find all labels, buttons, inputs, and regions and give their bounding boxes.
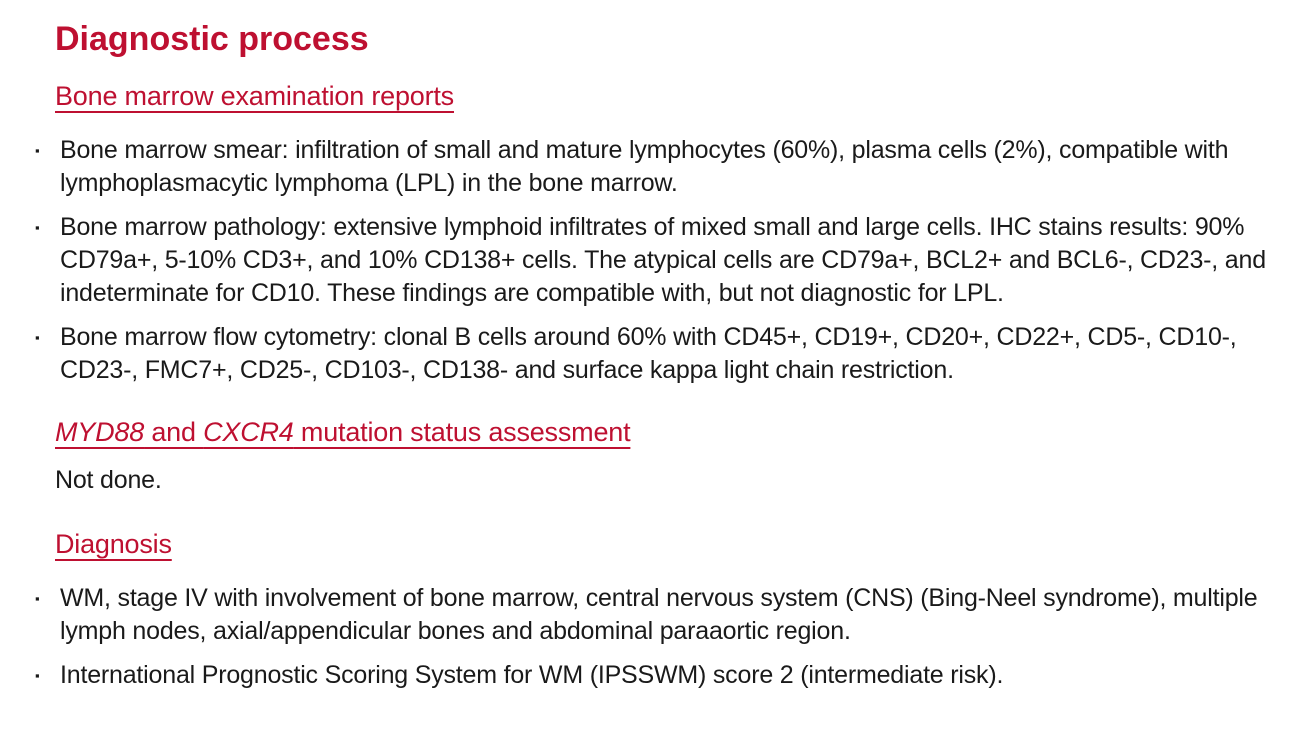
bullet-icon: ▪ [35, 330, 40, 346]
heading-rest: mutation status assessment [293, 417, 631, 448]
bullet-text-pathology: Bone marrow pathology: extensive lymphoi… [60, 213, 1266, 308]
gene-name-cxcr4: CXCR4 [203, 417, 294, 448]
page-title: Diagnostic process [55, 20, 369, 58]
list-item: ▪ Bone marrow flow cytometry: clonal B c… [33, 321, 1290, 387]
bullet-text-wm-stage: WM, stage IV with involvement of bone ma… [60, 584, 1258, 646]
bullet-icon: ▪ [35, 143, 40, 159]
bone-marrow-bullet-list: ▪ Bone marrow smear: infiltration of sma… [33, 134, 1290, 387]
section-heading-diagnosis: Diagnosis [55, 528, 1290, 560]
list-item: ▪ Bone marrow pathology: extensive lymph… [33, 211, 1290, 310]
bullet-text-smear: Bone marrow smear: infiltration of small… [60, 136, 1229, 198]
section-heading-bone-marrow-label: Bone marrow examination reports [55, 81, 454, 112]
section-heading-bone-marrow: Bone marrow examination reports [55, 80, 1290, 112]
list-item: ▪ Bone marrow smear: infiltration of sma… [33, 134, 1290, 200]
bullet-text-flow-cytometry: Bone marrow flow cytometry: clonal B cel… [60, 323, 1237, 385]
gene-name-myd88: MYD88 [55, 417, 145, 448]
heading-connector: and [144, 417, 204, 448]
mutation-status-text: Not done. [55, 465, 162, 494]
bullet-icon: ▪ [35, 591, 40, 607]
diagnosis-bullet-list: ▪ WM, stage IV with involvement of bone … [33, 582, 1290, 692]
section-heading-diagnosis-label: Diagnosis [55, 528, 172, 559]
list-item: ▪ International Prognostic Scoring Syste… [33, 659, 1290, 692]
bullet-icon: ▪ [35, 668, 40, 684]
bullet-text-ipsswm: International Prognostic Scoring System … [60, 661, 1004, 690]
list-item: ▪ WM, stage IV with involvement of bone … [33, 582, 1290, 648]
bullet-icon: ▪ [35, 220, 40, 236]
section-heading-mutation-status: MYD88 and CXCR4 mutation status assessme… [55, 416, 1290, 448]
